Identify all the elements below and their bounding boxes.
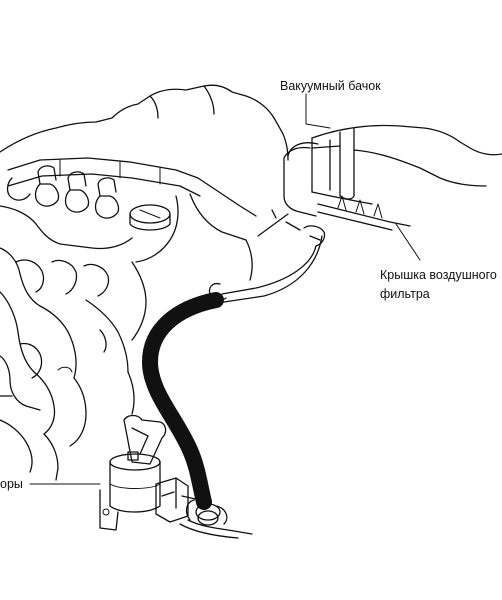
- air-filter-housing: [311, 124, 502, 231]
- vacuum-hose-assembly: [142, 142, 326, 526]
- vacuum-tank-leader: [305, 93, 331, 129]
- callout-leaders: [29, 93, 421, 485]
- actuator-unit: [99, 414, 253, 539]
- actuator-label: оры: [0, 477, 23, 491]
- oil-filler-cap: [129, 204, 171, 231]
- vacuum-tank-label: Вакуумный бачок: [280, 79, 381, 93]
- engine-outline: [0, 84, 289, 481]
- air-filter-cover-label-line1: Крышка воздушного: [380, 268, 497, 282]
- air-filter-cover-label-line2: фильтра: [380, 287, 430, 301]
- air-filter-leader: [395, 223, 421, 261]
- coil-packs: [6, 165, 120, 219]
